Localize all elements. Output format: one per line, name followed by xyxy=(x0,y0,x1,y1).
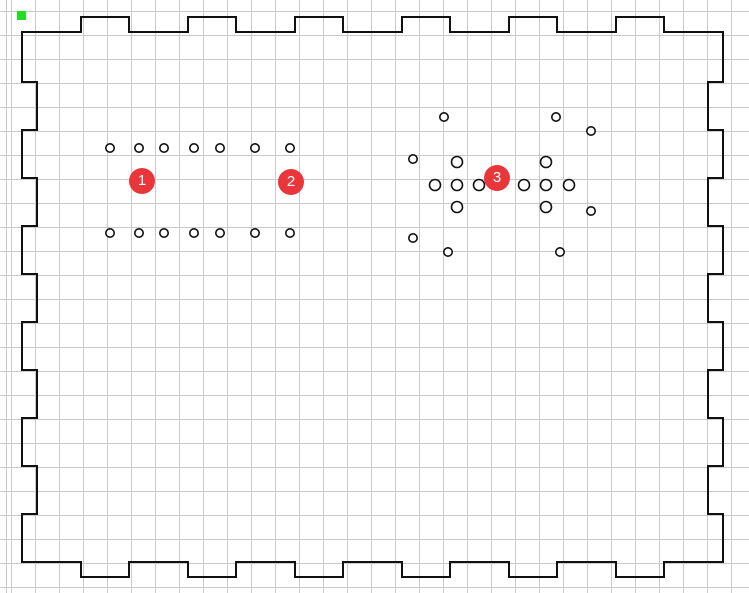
marker-badge-3[interactable]: 3 xyxy=(484,165,510,191)
hole-cluster-31[interactable] xyxy=(554,247,565,258)
hole-row-top-3[interactable] xyxy=(189,143,200,154)
holes-layer xyxy=(105,112,596,258)
hole-row-bottom-9[interactable] xyxy=(159,228,170,239)
hole-cluster-18[interactable] xyxy=(450,155,464,169)
hole-row-top-1[interactable] xyxy=(134,143,145,154)
hole-row-bottom-11[interactable] xyxy=(215,228,226,239)
hole-row-top-5[interactable] xyxy=(250,143,261,154)
hole-cluster-22[interactable] xyxy=(472,178,486,192)
hole-row-top-4[interactable] xyxy=(215,143,226,154)
hole-cluster-14[interactable] xyxy=(438,112,449,123)
hole-row-bottom-10[interactable] xyxy=(189,228,200,239)
origin-marker-icon xyxy=(17,11,26,20)
hole-row-top-2[interactable] xyxy=(159,143,170,154)
hole-cluster-25[interactable] xyxy=(562,178,576,192)
hole-cluster-24[interactable] xyxy=(539,178,553,192)
hole-row-bottom-8[interactable] xyxy=(134,228,145,239)
hole-cluster-27[interactable] xyxy=(539,200,553,214)
hole-cluster-20[interactable] xyxy=(428,178,442,192)
hole-cluster-17[interactable] xyxy=(407,154,418,165)
hole-row-bottom-13[interactable] xyxy=(284,228,295,239)
hole-row-top-6[interactable] xyxy=(284,143,295,154)
hole-cluster-28[interactable] xyxy=(585,206,596,217)
hole-cluster-16[interactable] xyxy=(585,126,596,137)
hole-cluster-19[interactable] xyxy=(539,155,553,169)
marker-badge-2[interactable]: 2 xyxy=(278,169,304,195)
hole-cluster-23[interactable] xyxy=(517,178,531,192)
hole-cluster-15[interactable] xyxy=(550,112,561,123)
hole-cluster-30[interactable] xyxy=(442,247,453,258)
marker-badge-1[interactable]: 1 xyxy=(129,168,155,194)
hole-cluster-29[interactable] xyxy=(407,233,418,244)
hole-row-bottom-7[interactable] xyxy=(105,228,116,239)
hole-cluster-21[interactable] xyxy=(450,178,464,192)
hole-row-top-0[interactable] xyxy=(105,143,116,154)
hole-row-bottom-12[interactable] xyxy=(250,228,261,239)
hole-cluster-26[interactable] xyxy=(450,200,464,214)
panel-outline[interactable] xyxy=(21,16,724,578)
